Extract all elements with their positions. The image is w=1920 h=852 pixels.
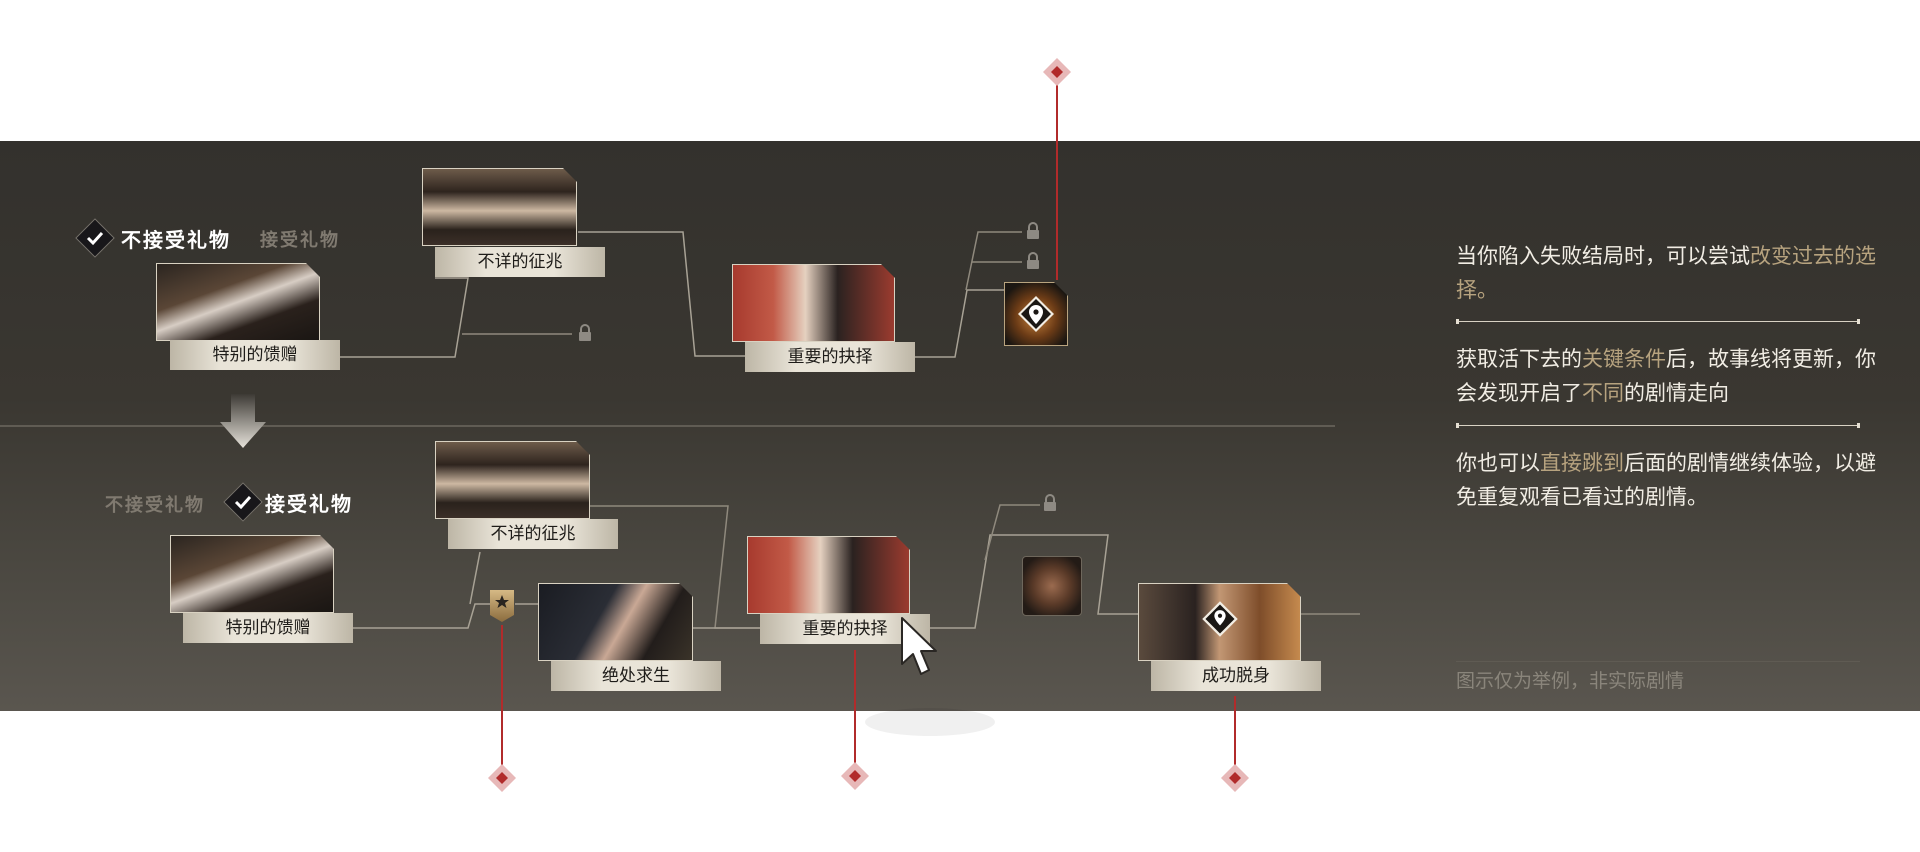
tip2-highlight-a: 关键条件 <box>1582 348 1666 371</box>
tip1-end: 。 <box>1477 279 1498 302</box>
tip-change-past: 当你陷入失败结局时，可以尝试改变过去的选择。 <box>1456 240 1876 308</box>
tip2-highlight-b: 不同 <box>1582 382 1624 405</box>
check-icon <box>234 495 252 510</box>
tip-skip-ahead: 你也可以直接跳到后面的剧情继续体验，以避免重复观看已看过的剧情。 <box>1456 447 1876 515</box>
tip3-text-b: 后面的剧情继续体验，以避免重复观看已看过的剧情。 <box>1456 452 1876 509</box>
location-pin-icon <box>1195 594 1245 644</box>
node-thumbnail-gift-bottom[interactable] <box>170 535 334 613</box>
choice-not-accept-gift-top[interactable]: 不接受礼物 <box>121 228 231 252</box>
node-label-omen-top[interactable]: 不详的征兆 <box>435 247 605 277</box>
checkbox-not-accept-top[interactable] <box>75 218 115 258</box>
divider <box>1456 319 1860 324</box>
choice-accept-gift-bottom[interactable]: 接受礼物 <box>265 492 353 516</box>
disclaimer-divider <box>1456 661 1860 662</box>
checkbox-accept-bottom[interactable] <box>223 482 263 522</box>
disclaimer: 图示仅为举例，非实际剧情 <box>1456 671 1685 692</box>
location-node-top[interactable] <box>1004 282 1068 346</box>
check-icon <box>86 231 104 246</box>
node-thumbnail-choice-bottom[interactable] <box>747 536 910 614</box>
star-icon <box>495 595 509 608</box>
node-thumbnail-hidden-path[interactable] <box>1022 556 1082 616</box>
tip3-text-a: 你也可以 <box>1456 452 1540 475</box>
node-label-important-choice-top[interactable]: 重要的抉择 <box>745 342 915 372</box>
lock-icon <box>579 324 591 341</box>
choice-not-accept-gift-bottom[interactable]: 不接受礼物 <box>105 495 205 516</box>
lock-icon <box>1027 252 1039 269</box>
lock-icon <box>1027 222 1039 239</box>
divider <box>1456 423 1860 428</box>
tip1-text: 当你陷入失败结局时，可以尝试 <box>1456 245 1750 268</box>
lock-icon <box>1044 494 1056 511</box>
tip2-text-a: 获取活下去的 <box>1456 348 1582 371</box>
node-label-desperate-survival[interactable]: 绝处求生 <box>551 661 721 691</box>
node-label-successful-escape[interactable]: 成功脱身 <box>1151 661 1321 691</box>
node-thumbnail-gift-top[interactable] <box>156 263 320 341</box>
star-marker[interactable] <box>490 590 514 622</box>
node-label-special-gift-bottom[interactable]: 特别的馈赠 <box>183 613 353 643</box>
node-label-special-gift-top[interactable]: 特别的馈赠 <box>170 340 340 370</box>
node-thumbnail-omen-top[interactable] <box>422 168 577 246</box>
location-pin-icon <box>1005 283 1067 345</box>
node-label-omen-bottom[interactable]: 不详的征兆 <box>448 519 618 549</box>
tip2-text-c: 的剧情走向 <box>1624 382 1729 405</box>
tip1-highlight: 改变过去的选择 <box>1456 245 1876 302</box>
choice-accept-gift-top[interactable]: 接受礼物 <box>260 230 340 251</box>
node-thumbnail-escape[interactable] <box>538 583 693 661</box>
node-thumbnail-omen-bottom[interactable] <box>435 441 590 519</box>
tip3-highlight: 直接跳到 <box>1540 452 1624 475</box>
tip2-text-b: 后，故事线将更新，你会发现开启了 <box>1456 348 1876 405</box>
tip-key-conditions: 获取活下去的关键条件后，故事线将更新，你会发现开启了不同的剧情走向 <box>1456 343 1876 411</box>
node-thumbnail-choice-top[interactable] <box>732 264 895 342</box>
down-arrow-icon <box>220 394 266 448</box>
mouse-cursor-icon <box>901 617 937 675</box>
node-thumbnail-success[interactable] <box>1138 583 1301 661</box>
